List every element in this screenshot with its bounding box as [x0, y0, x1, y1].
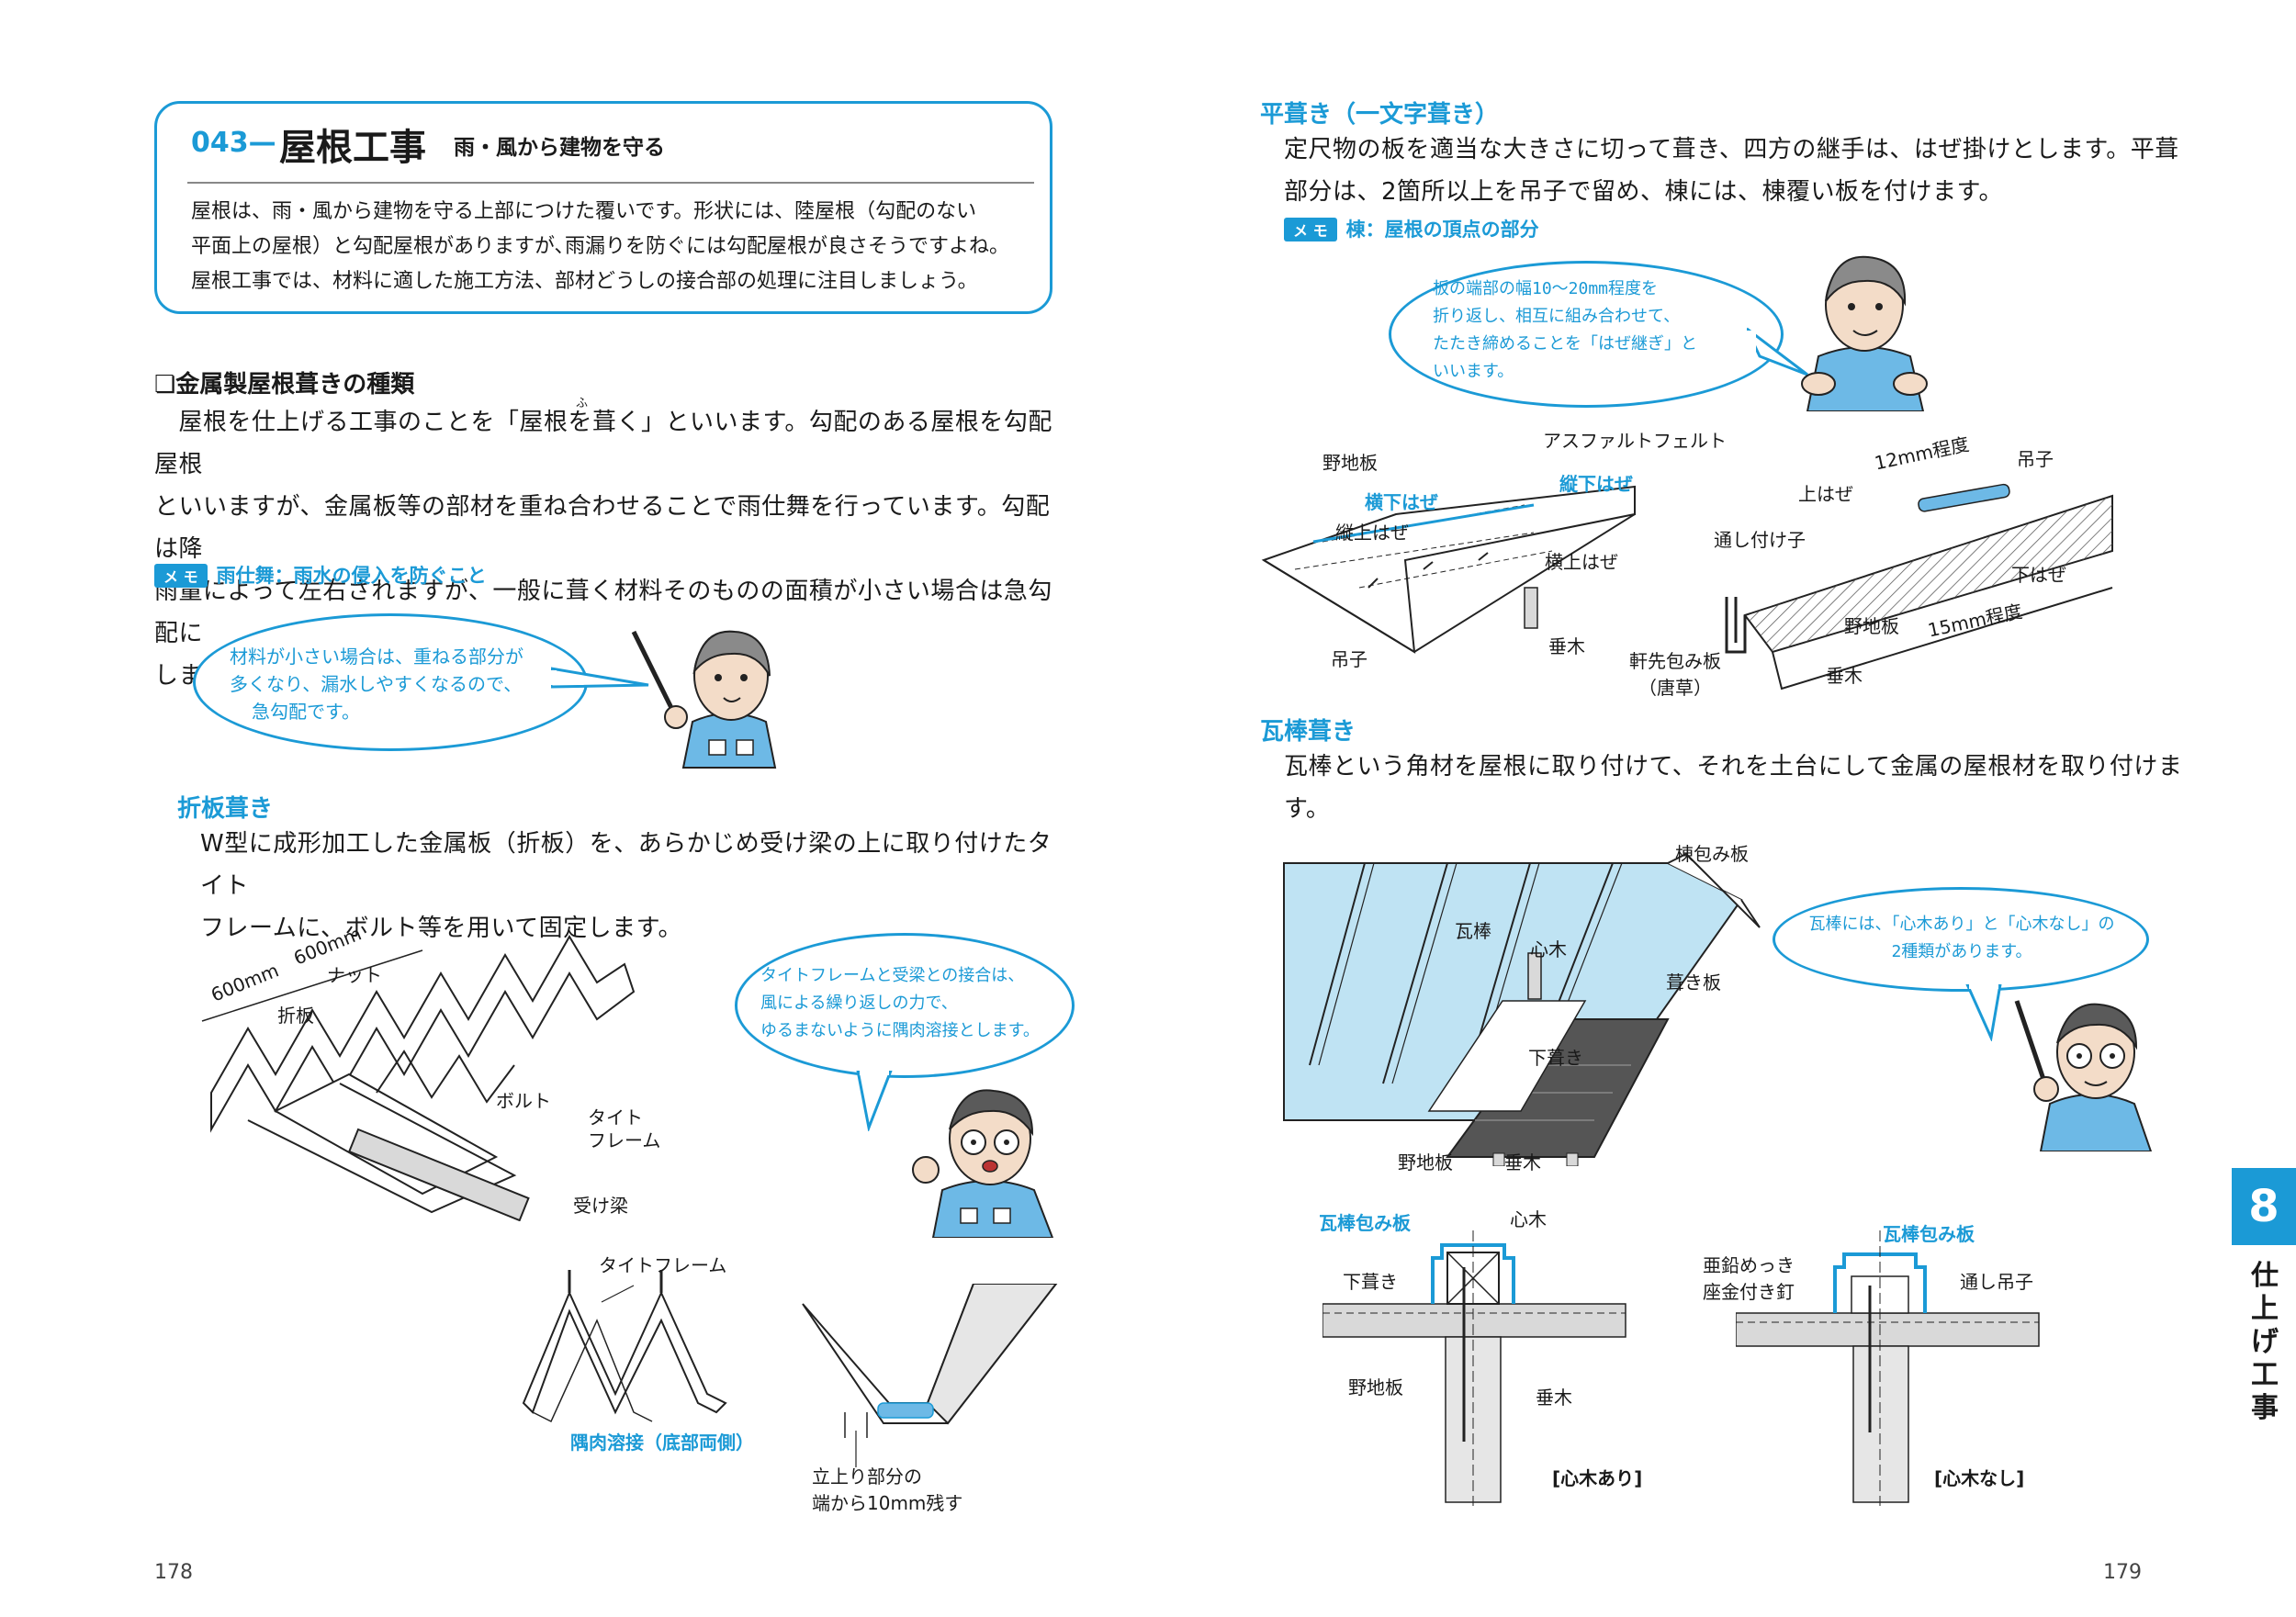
bubble-tail [856, 1071, 893, 1131]
sheet-label: 折板 [277, 1005, 314, 1027]
memo-tag: メ モ [154, 564, 208, 588]
nokisaki-label: 軒先包み板 （唐草） [1629, 650, 1721, 699]
kawara-label: 瓦棒 [1455, 920, 1491, 942]
instructor-avatar [2014, 1000, 2153, 1151]
weld-label: 隅肉溶接（底部両側） [570, 1432, 754, 1454]
page-number: 178 [154, 1561, 193, 1584]
batten-seam-roof-diagram [1283, 852, 1761, 1166]
bolt-label: ボルト [496, 1090, 551, 1112]
nut-label: ナット [327, 964, 382, 986]
seam-detail-diagram [1725, 483, 2113, 691]
subsection-body: W型に成形加工した金属板（折板）を、あらかじめ受け梁の上に取り付けたタイト フレ… [200, 830, 1052, 942]
tsuri-label: 通し吊子 [1960, 1271, 2033, 1293]
toshi-label: 通し付け子 [1714, 529, 1806, 551]
noji-label: 野地板 [1844, 615, 1899, 637]
subsection-heading: 折板葺き [177, 795, 274, 823]
uehaze-label: 上はぜ [1798, 483, 1853, 505]
lesson-number: 043— [191, 127, 276, 159]
section-heading: ❏金属製屋根葺きの種類 [154, 371, 415, 399]
memo-line: メ モ棟：屋根の頂点の部分 [1284, 215, 1539, 242]
instructor-avatar [1801, 255, 1928, 411]
tateue-label: 縦上はぜ [1335, 522, 1409, 544]
caption-with-core: [心木あり] [1552, 1467, 1643, 1489]
page-number: 179 [2103, 1561, 2142, 1584]
frame-label: フレーム [588, 1129, 661, 1151]
taruki-label: 垂木 [1826, 665, 1863, 687]
title-divider [187, 182, 1034, 184]
memo-text: 雨仕舞：雨水の侵入を防ぐこと [216, 565, 487, 587]
instructor-avatar [912, 1089, 1054, 1238]
lesson-title-box [154, 101, 1052, 314]
noji-label: 野地板 [1322, 452, 1378, 474]
chapter-title: 仕 上 げ 工 事 [2251, 1260, 2279, 1424]
kawara-a-label: 瓦棒包み板 [1319, 1212, 1411, 1234]
memo-tag: メ モ [1284, 218, 1337, 241]
lesson-title: 屋根工事 [279, 127, 426, 169]
tight-frame-label: タイトフレーム [599, 1254, 727, 1276]
cross-section-with-core [1322, 1230, 1626, 1506]
asphalt-label: アスファルトフェルト [1543, 430, 1727, 452]
fuki-label: 葺き板 [1666, 971, 1721, 994]
yokoue-label: 横上はぜ [1545, 551, 1618, 573]
weld-detail-diagram [802, 1284, 1058, 1467]
kawara-b-label: 瓦棒包み板 [1883, 1223, 1975, 1245]
rise-label: 立上り部分の 端から10mm残す [812, 1465, 963, 1514]
shingi-label: 心木 [1530, 938, 1567, 960]
lesson-subtitle: 雨・風から建物を守る [454, 136, 665, 160]
tsuriko-label: 吊子 [2017, 448, 2054, 470]
speech-bubble [193, 613, 588, 751]
section-heading: 平葺き（一文字葺き） [1260, 101, 1500, 129]
section-heading: 瓦棒葺き [1260, 718, 1356, 746]
caption-without-core: [心木なし] [1934, 1467, 2025, 1489]
bubble-text: 板の端部の幅10～20mm程度を 折り返し、相互に組み合わせて、 たたき締めるこ… [1433, 279, 1697, 381]
folded-plate-roof-diagram [201, 935, 636, 1221]
bubble-text: タイトフレームと受梁との接合は、 風による繰り返しの力で、 ゆるまないように隅肉… [760, 966, 1040, 1040]
shitabuki-label: 下葺き [1343, 1271, 1398, 1293]
section-body: 瓦棒という角材を屋根に取り付けて、それを土台にして金属の屋根材を取り付けま す。 [1284, 753, 2183, 823]
speech-bubble [1773, 887, 2149, 992]
bubble-text: 材料が小さい場合は、重ねる部分が 多くなり、漏水しやすくなるので、 急勾配です。 [230, 646, 523, 723]
tight-frame-diagram [522, 1270, 727, 1423]
tsuriko-label: 吊子 [1331, 648, 1367, 670]
cross-section-without-core [1736, 1230, 2040, 1506]
taruki-label: 垂木 [1536, 1387, 1572, 1409]
flat-seam-roof-diagram [1261, 485, 1636, 654]
taruki-label: 垂木 [1548, 635, 1585, 657]
bubble-tail [1965, 984, 2002, 1041]
memo-text: 棟：屋根の頂点の部分 [1345, 219, 1539, 241]
nail-label: 亜鉛めっき 座金付き釘 [1703, 1254, 1795, 1303]
taruki-label: 垂木 [1504, 1151, 1541, 1173]
speech-bubble [735, 933, 1075, 1078]
lesson-intro: 屋根は、雨・風から建物を守る上部につけた覆いです。形状には、陸屋根（勾配のない … [191, 200, 1010, 293]
shitabuki-label: 下葺き [1528, 1047, 1583, 1069]
tight-label: タイト [588, 1106, 643, 1129]
beam-label: 受け梁 [573, 1195, 628, 1217]
muna-label: 棟包み板 [1675, 843, 1749, 865]
bubble-tail [551, 667, 649, 689]
memo-line: メ モ雨仕舞：雨水の侵入を防ぐこと [154, 561, 487, 589]
noji-label: 野地板 [1398, 1151, 1453, 1173]
section-body: 定尺物の板を適当な大きさに切って葺き、四方の継手は、はぜ掛けとします。平葺 部分… [1284, 136, 2179, 206]
noji-label: 野地板 [1348, 1376, 1403, 1398]
instructor-avatar [631, 630, 777, 769]
bubble-tail [1747, 327, 1808, 376]
furigana: ふ [576, 397, 589, 410]
tate-label: 縦下はぜ [1559, 473, 1633, 495]
shitahaze-label: 下はぜ [2011, 564, 2066, 586]
speech-bubble [1389, 261, 1784, 408]
shingi-label: 心木 [1510, 1208, 1547, 1230]
bubble-text: 瓦棒には、「心木あり」と「心木なし」の 2種類があります。 [1808, 915, 2115, 961]
chapter-tab: 8 [2232, 1168, 2296, 1245]
yoko-label: 横下はぜ [1365, 491, 1438, 513]
